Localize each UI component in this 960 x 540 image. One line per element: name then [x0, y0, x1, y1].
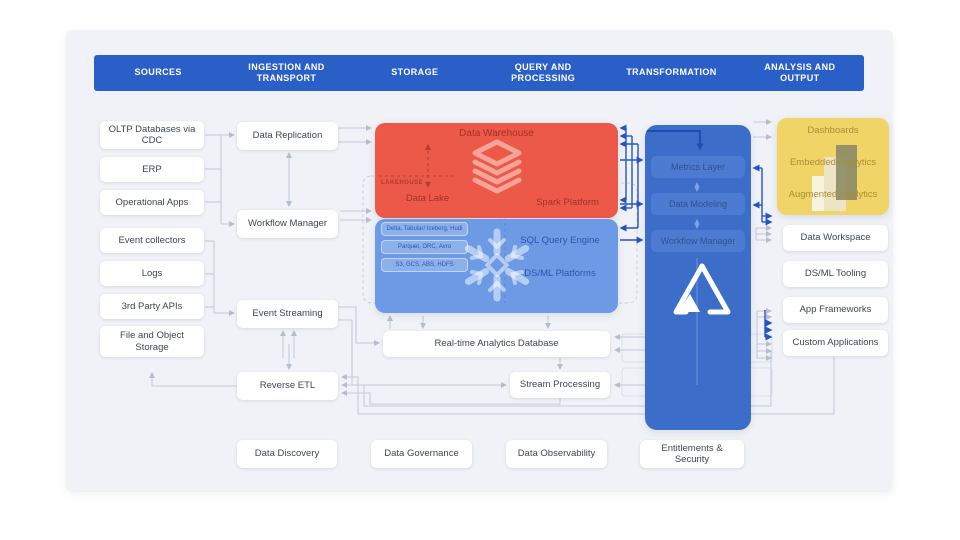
warehouse-overlay: Data Warehouse LAKEHOUSE Data Lake Spark…: [375, 123, 618, 218]
header-sources: SOURCES: [134, 67, 182, 78]
box-data-workspace: Data Workspace: [783, 225, 888, 251]
box-data-governance: Data Governance: [371, 440, 472, 468]
transformation-overlay: Metrics Layer Data Modeling Workflow Man…: [645, 125, 751, 430]
box-data-replication: Data Replication: [237, 122, 338, 150]
analytics-overlay: Dashboards Embedded Analytics Augmented …: [777, 118, 889, 215]
databricks-layers-icon: [379, 139, 522, 194]
header-query-and-processing: QUERY AND PROCESSING: [511, 61, 576, 83]
label-spark-platform: Spark Platform: [536, 197, 599, 208]
box-reverse-etl: Reverse ETL: [237, 372, 338, 400]
bar-chart-icon: [812, 145, 857, 211]
label-augmented-analytics: Augmented Analytics: [788, 189, 878, 200]
format-box-object-stores: S3, GCS, ABS, HDFS: [381, 258, 468, 272]
header-analysis-and-output: ANALYSIS AND OUTPUT: [764, 61, 836, 83]
format-box-file-formats: Parquet, ORC, Avro: [381, 240, 468, 254]
box-entitlements-security: Entitlements & Security: [640, 440, 744, 468]
header-ingestion-and-transport: INGESTION AND TRANSPORT: [248, 61, 325, 83]
source-box-logs: Logs: [100, 261, 204, 286]
label-sql-query-engine: SQL Query Engine: [520, 235, 600, 246]
box-data-modeling: Data Modeling: [651, 193, 745, 215]
format-box-table-formats: Delta, Tabular/ Iceberg, Hudi: [381, 222, 468, 236]
box-stream-processing: Stream Processing: [510, 372, 610, 398]
box-workflow-manager-ingestion: Workflow Manager: [237, 210, 338, 238]
label-embedded-analytics: Embedded Analytics: [789, 157, 877, 168]
box-app-frameworks: App Frameworks: [783, 297, 888, 323]
source-box-event-collectors: Event collectors: [100, 228, 204, 253]
snowflake-icon: [464, 223, 530, 303]
label-lakehouse: LAKEHOUSE: [381, 180, 424, 186]
source-box-operational-apps: Operational Apps: [100, 190, 204, 215]
blue-connectors: [619, 124, 773, 341]
column-header-bar: SOURCES INGESTION AND TRANSPORT STORAGE …: [94, 55, 864, 91]
header-storage: STORAGE: [391, 67, 439, 78]
source-box-erp: ERP: [100, 157, 204, 182]
label-data-warehouse: Data Warehouse: [459, 128, 534, 139]
triangle-icon: [673, 263, 731, 315]
source-box-oltp: OLTP Databases via CDC: [100, 121, 204, 149]
box-realtime-analytics-database: Real-time Analytics Database: [383, 331, 610, 357]
box-metrics-layer: Metrics Layer: [651, 156, 745, 178]
header-transformation: TRANSFORMATION: [626, 67, 717, 78]
gray-connectors: [149, 119, 835, 415]
label-dsml-platforms: DS/ML Platforms: [524, 268, 596, 279]
box-data-observability: Data Observability: [506, 440, 607, 468]
label-dashboards: Dashboards: [807, 125, 859, 136]
source-box-file-object-storage: File and Object Storage: [100, 326, 204, 357]
source-box-3rd-party-apis: 3rd Party APIs: [100, 294, 204, 319]
box-custom-applications: Custom Applications: [783, 330, 888, 356]
label-data-lake: Data Lake: [405, 193, 450, 204]
box-data-discovery: Data Discovery: [237, 440, 337, 468]
box-dsml-tooling: DS/ML Tooling: [783, 261, 888, 287]
box-workflow-manager-transformation: Workflow Manager: [651, 230, 745, 252]
transformation-overlay-graphics: [647, 130, 731, 385]
lake-overlay: Delta, Tabular/ Iceberg, Hudi Parquet, O…: [375, 219, 618, 313]
box-event-streaming: Event Streaming: [237, 300, 338, 328]
